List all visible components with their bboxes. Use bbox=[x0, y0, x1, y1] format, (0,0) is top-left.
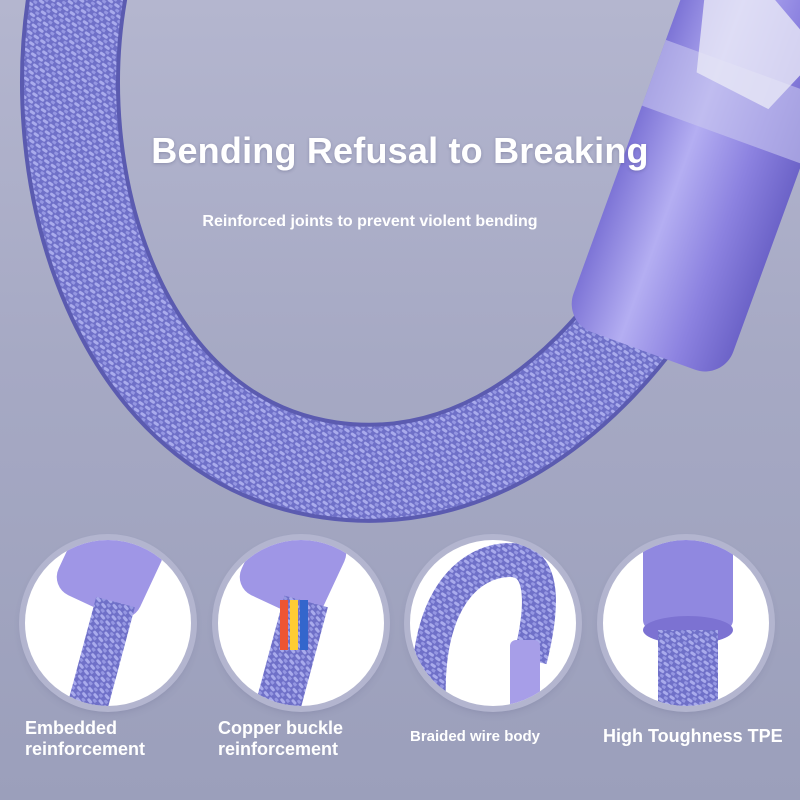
feature-image bbox=[603, 540, 769, 706]
feature-label: Copper buckle bbox=[218, 718, 344, 738]
headline: Bending Refusal to Breaking bbox=[151, 130, 649, 171]
feature-label: Embedded bbox=[25, 718, 118, 738]
connector bbox=[571, 0, 800, 372]
feature-tpe: High Toughness TPE bbox=[603, 540, 783, 747]
feature-label: reinforcement bbox=[218, 739, 339, 759]
feature-image bbox=[410, 540, 576, 706]
feature-image bbox=[218, 540, 384, 706]
feature-label: Braided wire body bbox=[410, 728, 541, 745]
feature-braided-wire: Braided wire body bbox=[410, 540, 590, 747]
feature-image bbox=[25, 540, 191, 706]
feature-label: High Toughness TPE bbox=[603, 726, 783, 746]
subheadline: Reinforced joints to prevent violent ben… bbox=[202, 213, 538, 230]
feature-label: reinforcement bbox=[25, 739, 146, 759]
